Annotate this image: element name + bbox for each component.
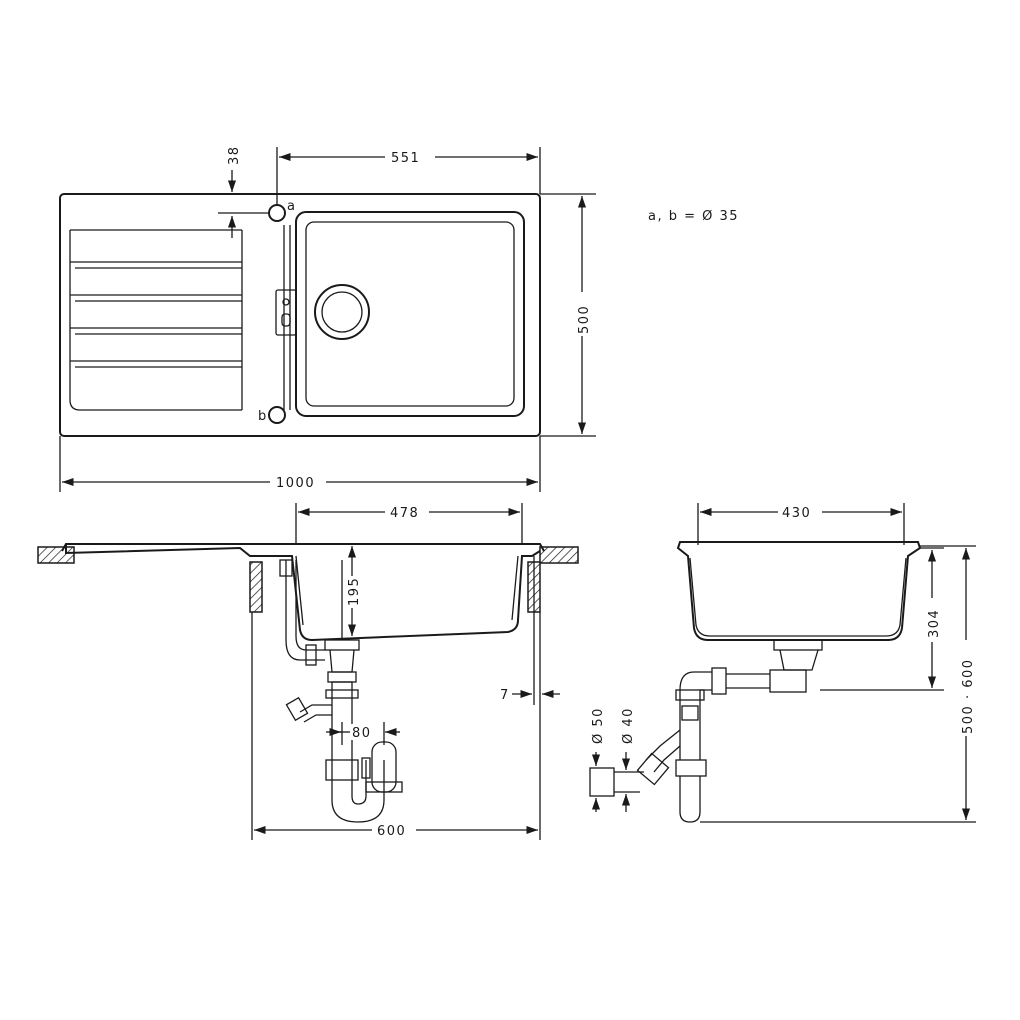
dim-38: 38 — [218, 145, 268, 238]
dim-1000: 1000 — [59, 436, 541, 492]
side-view: 430 304 500 · 600 Ø 50 Ø 40 — [589, 503, 976, 823]
dim-430: 430 — [697, 503, 905, 545]
dim-551-text: 551 — [391, 151, 420, 166]
bowl-outer-top — [295, 211, 525, 417]
dim-600-text: 600 — [377, 824, 406, 839]
dim-d40: Ø 40 — [621, 707, 636, 812]
dim-195-text: 195 — [347, 577, 362, 606]
dim-500: 500 — [540, 193, 596, 437]
drain-inner-top — [321, 291, 363, 333]
overflow-fitting — [275, 289, 297, 336]
countertop-right — [539, 546, 579, 564]
sink-profile-side — [676, 541, 922, 641]
hole-b-label: b — [258, 409, 268, 424]
drain-outer-top — [314, 284, 370, 340]
dim-7-text: 7 — [500, 688, 510, 703]
dim-d50: Ø 50 — [591, 707, 606, 812]
cabinet-wall-left — [249, 561, 263, 613]
dim-500-600: 500 · 600 — [700, 545, 976, 823]
dim-1000-text: 1000 — [276, 476, 315, 491]
front-drain-assembly — [279, 559, 403, 823]
dim-d50-text: Ø 50 — [591, 707, 606, 744]
hole-diameter-note: a, b = Ø 35 — [648, 209, 739, 224]
tap-hole-b — [268, 406, 286, 424]
dim-478-text: 478 — [390, 506, 419, 521]
dim-d40-text: Ø 40 — [621, 707, 636, 744]
front-view: 478 195 80 7 — [37, 503, 579, 840]
dim-551: 551 — [276, 147, 541, 205]
sink-profile-front — [61, 543, 545, 642]
bowl-inner-top — [305, 221, 515, 407]
dim-500-600-text: 500 · 600 — [961, 658, 976, 734]
dim-500-text: 500 — [577, 305, 592, 334]
dim-80: 80 — [326, 722, 400, 745]
dim-600: 600 — [251, 612, 541, 840]
dim-304-text: 304 — [927, 609, 942, 638]
separator-channel — [283, 225, 291, 410]
drainboard-ribs — [69, 229, 243, 411]
dim-7: 7 — [500, 556, 560, 705]
dim-80-text: 80 — [352, 726, 372, 741]
side-drain-assembly — [589, 639, 823, 823]
tap-hole-a — [268, 204, 286, 222]
dim-430-text: 430 — [782, 506, 811, 521]
dim-304: 304 — [820, 547, 944, 691]
dim-38-text: 38 — [227, 145, 242, 165]
top-view: a b a, b = Ø 35 551 38 500 — [59, 145, 739, 492]
countertop-left — [37, 546, 75, 564]
dim-195: 195 — [344, 546, 362, 636]
sink-outline-top — [59, 193, 541, 437]
hole-a-label: a — [287, 199, 296, 214]
dim-478: 478 — [295, 503, 523, 545]
